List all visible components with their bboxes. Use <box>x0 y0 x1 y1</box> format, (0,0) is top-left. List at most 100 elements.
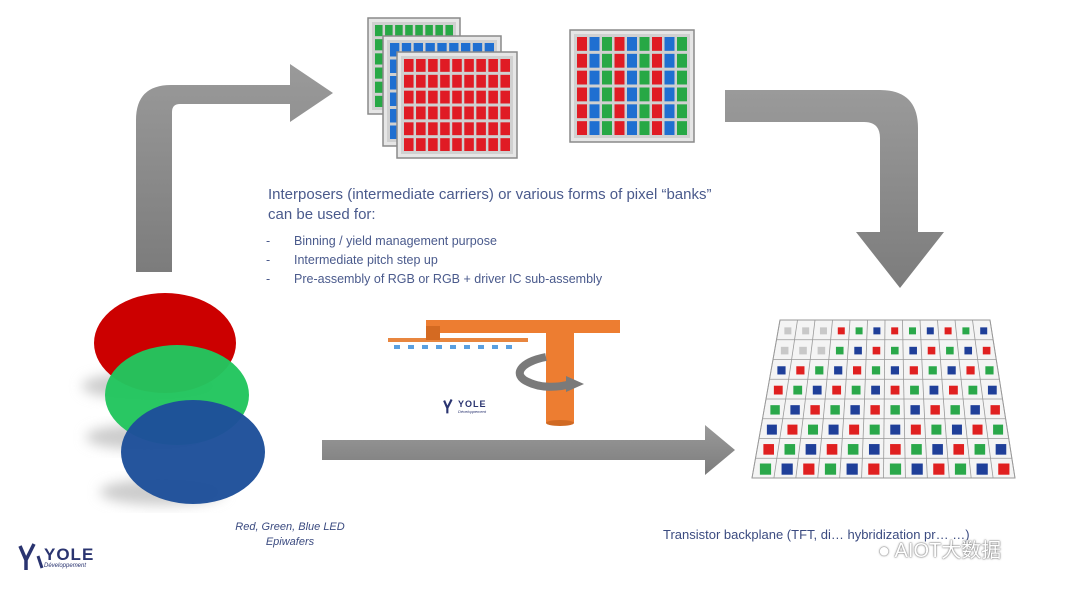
backplane-led-die <box>832 385 842 395</box>
pixel-cell <box>401 43 412 57</box>
pixel-cell <box>476 90 486 104</box>
backplane-led-die <box>909 366 918 375</box>
backplane-led-die <box>808 424 819 435</box>
pixel-cell <box>664 121 675 135</box>
backplane-led-die <box>781 463 793 475</box>
pixel-cell <box>488 122 498 136</box>
backplane-led-die <box>932 444 943 455</box>
backplane-led-die <box>966 366 975 375</box>
rgb-panel <box>569 29 695 143</box>
pixel-cell <box>375 25 383 37</box>
backplane-led-die <box>777 366 786 375</box>
pixel-cell <box>416 74 426 88</box>
pixel-cell <box>652 53 662 68</box>
backplane-led-die <box>953 444 965 455</box>
backplane-led-die <box>962 327 970 335</box>
backplane-led-die <box>890 385 900 395</box>
backplane-led-die <box>931 424 942 435</box>
pixel-cell <box>464 106 474 120</box>
pixel-cell <box>440 90 450 104</box>
flow-arrow-to-interposers <box>136 64 333 272</box>
backplane-led-die <box>968 385 978 395</box>
backplane-led-die <box>910 424 921 435</box>
pixel-cell <box>452 138 462 151</box>
pixel-cell <box>639 37 650 51</box>
pixel-cell <box>404 122 414 136</box>
rgb-led-epiwafers-icon <box>82 293 265 505</box>
backplane-led-die <box>830 405 840 415</box>
pixel-cell <box>500 74 510 88</box>
pixel-cell <box>639 53 650 68</box>
pixel-cell <box>464 59 474 72</box>
pixel-cell <box>677 87 687 102</box>
backplane-led-die <box>766 424 777 435</box>
backplane-led-die <box>851 385 861 395</box>
pixel-cell <box>390 125 400 139</box>
transfer-die <box>394 345 400 349</box>
pixel-cell <box>488 74 498 88</box>
interposer-single-icon <box>569 29 695 143</box>
backplane-led-die <box>817 346 826 355</box>
pixel-cell <box>500 122 510 136</box>
pixel-cell <box>664 104 675 119</box>
pixel-cell <box>677 104 687 119</box>
backplane-led-die <box>954 463 967 475</box>
backplane-led-die <box>972 424 983 435</box>
pixel-cell <box>476 138 486 151</box>
backplane-led-die <box>998 463 1010 475</box>
pixel-cell <box>602 70 612 85</box>
backplane-led-die <box>812 385 822 395</box>
backplane-led-die <box>847 444 859 455</box>
pixel-cell <box>375 95 383 107</box>
backplane-led-die <box>985 366 994 375</box>
pixel-cell <box>602 37 612 51</box>
backplane-led-die <box>950 405 960 415</box>
pixel-cell <box>390 109 400 123</box>
backplane-led-die <box>790 405 800 415</box>
pixel-cell <box>627 70 637 85</box>
transfer-die <box>506 345 512 349</box>
pixel-cell <box>577 121 587 135</box>
pixel-cell <box>614 70 625 85</box>
pixel-cell <box>652 87 662 102</box>
transfer-tool-icon <box>388 320 620 426</box>
pixel-cell <box>428 74 438 88</box>
pixel-cell <box>440 59 450 72</box>
pixel-cell <box>464 122 474 136</box>
pixel-cell <box>416 106 426 120</box>
backplane-led-die <box>929 385 939 395</box>
backplane-led-die <box>930 405 940 415</box>
pixel-cell <box>652 104 662 119</box>
backplane-led-die <box>824 463 837 475</box>
backplane-led-die <box>773 385 783 395</box>
pixel-cell <box>589 70 600 85</box>
use-case-list: -Binning / yield management purpose -Int… <box>266 232 602 289</box>
pixel-cell <box>404 138 414 151</box>
pixel-cell <box>390 43 400 57</box>
transfer-die <box>436 345 442 349</box>
pixel-cell <box>627 121 637 135</box>
transistor-backplane-icon <box>751 319 1016 479</box>
backplane-led-die <box>793 385 803 395</box>
backplane-led-die <box>871 385 880 395</box>
backplane-led-die <box>926 327 934 335</box>
backplane-caption: Transistor backplane (TFT, di… hybridiza… <box>663 527 970 542</box>
backplane-led-die <box>835 346 844 355</box>
backplane-led-die <box>910 385 919 395</box>
pixel-cell <box>602 87 612 102</box>
pixel-cell <box>500 138 510 151</box>
backplane-led-die <box>837 327 845 335</box>
backplane-led-die <box>784 327 792 335</box>
pixel-cell <box>627 87 637 102</box>
pixel-cell <box>614 104 625 119</box>
backplane-led-die <box>928 366 937 375</box>
pixel-cell <box>404 59 414 72</box>
pixel-cell <box>602 53 612 68</box>
backplane-led-die <box>799 346 807 355</box>
pixel-cell <box>589 87 600 102</box>
backplane-led-die <box>987 385 997 395</box>
pixel-cell <box>425 25 433 37</box>
backplane-led-die <box>911 444 922 455</box>
backplane-led-die <box>759 463 772 475</box>
pixel-cell <box>577 37 587 51</box>
